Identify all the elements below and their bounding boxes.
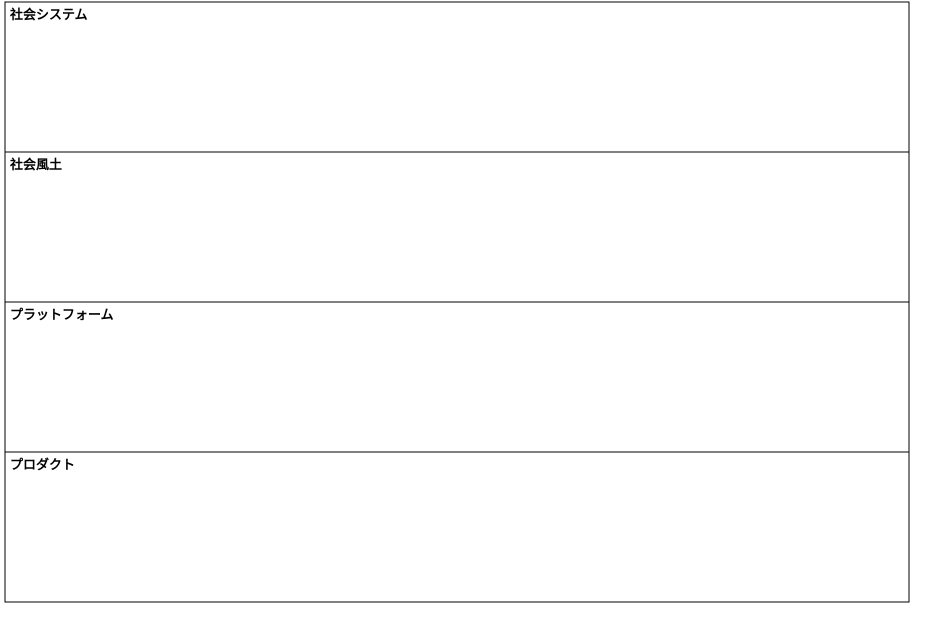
band-label-social-system: 社会システム xyxy=(9,7,88,23)
band-label-product: プロダクト xyxy=(10,457,75,473)
band-label-social-climate: 社会風土 xyxy=(9,157,62,173)
band-label-platform: プラットフォーム xyxy=(10,308,114,323)
